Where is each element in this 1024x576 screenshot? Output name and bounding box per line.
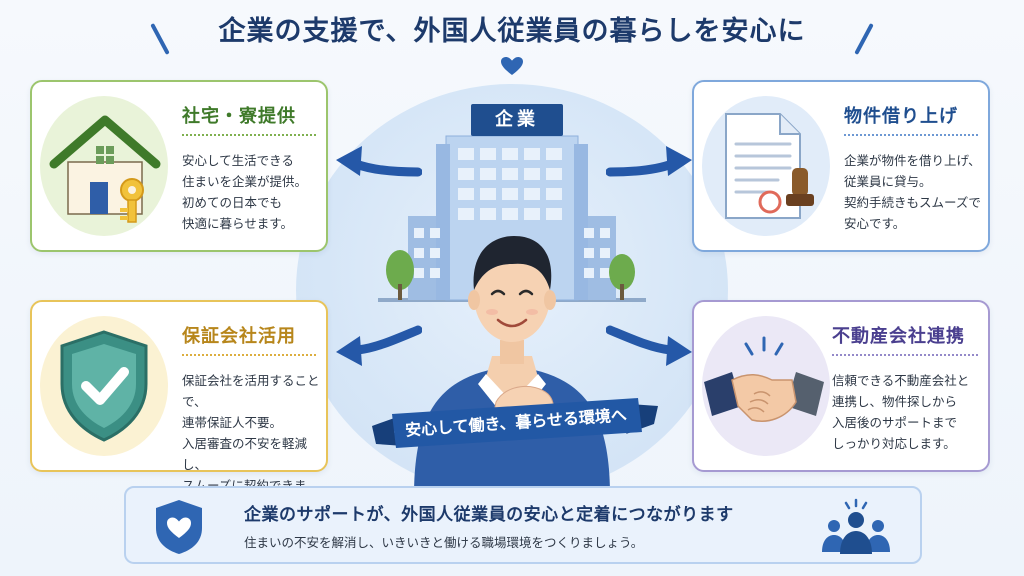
card-housing-title: 社宅・寮提供 xyxy=(182,106,296,127)
card-realestate-text: 信頼できる不動産会社と 連携し、物件探しから 入居後のサポートまで しっかり対応… xyxy=(832,373,970,451)
title-slash-right xyxy=(854,23,874,55)
title-area: 企業の支援で、外国人従業員の暮らしを安心に xyxy=(0,10,1024,60)
card-lease-title: 物件借り上げ xyxy=(844,106,958,127)
banner-main-text: 企業のサポートが、外国人従業員の安心と定着につながります xyxy=(244,505,734,525)
shield-heart-icon xyxy=(156,500,202,554)
card-lease: 物件借り上げ 企業が物件を借り上げ、 従業員に貸与。 契約手続きもスムーズで 安… xyxy=(692,80,990,252)
contract-stamp-icon xyxy=(725,113,814,219)
card-realestate-title: 不動産会社連携 xyxy=(832,326,965,347)
office-building-illustration xyxy=(378,135,646,496)
arrow-right-top-icon xyxy=(606,146,692,177)
title-slash-left xyxy=(150,23,170,55)
page-title: 企業の支援で、外国人従業員の暮らしを安心に xyxy=(218,16,806,47)
handshake-icon xyxy=(704,336,824,422)
card-lease-rule xyxy=(844,134,978,136)
arrow-left-bottom-icon xyxy=(336,325,422,366)
card-guarantee-title: 保証会社活用 xyxy=(182,326,296,347)
card-housing-text: 安心して生活できる 住まいを企業が提供。 初めての日本でも 快適に暮らせます。 xyxy=(182,153,308,231)
company-sign: 企業 xyxy=(471,104,563,136)
card-guarantee-rule xyxy=(182,354,316,356)
card-guarantee: 保証会社活用 保証会社を活用することで、 連帯保証人不要。 入居審査の不安を軽減… xyxy=(30,300,328,514)
banner-sub-text: 住まいの不安を解消し、いきいきと働ける職場環境をつくりましょう。 xyxy=(244,535,644,550)
bottom-banner: 企業のサポートが、外国人従業員の安心と定着につながります 住まいの不安を解消し、… xyxy=(124,486,922,564)
house-key-icon xyxy=(49,115,161,223)
heart-icon xyxy=(501,57,523,75)
card-realestate-rule xyxy=(832,354,978,356)
arrow-left-top-icon xyxy=(336,146,422,177)
shield-check-icon xyxy=(60,330,148,442)
card-housing: 社宅・寮提供 安心して生活できる 住まいを企業が提供。 初めての日本でも 快適に… xyxy=(30,80,328,252)
card-housing-rule xyxy=(182,134,316,136)
ribbon-banner xyxy=(372,398,658,448)
card-realestate: 不動産会社連携 信頼できる不動産会社と 連携し、物件探しから 入居後のサポートま… xyxy=(692,300,990,472)
team-people-icon xyxy=(822,498,890,554)
arrow-right-bottom-icon xyxy=(606,325,692,366)
card-lease-text: 企業が物件を借り上げ、 従業員に貸与。 契約手続きもスムーズで 安心です。 xyxy=(844,153,981,231)
